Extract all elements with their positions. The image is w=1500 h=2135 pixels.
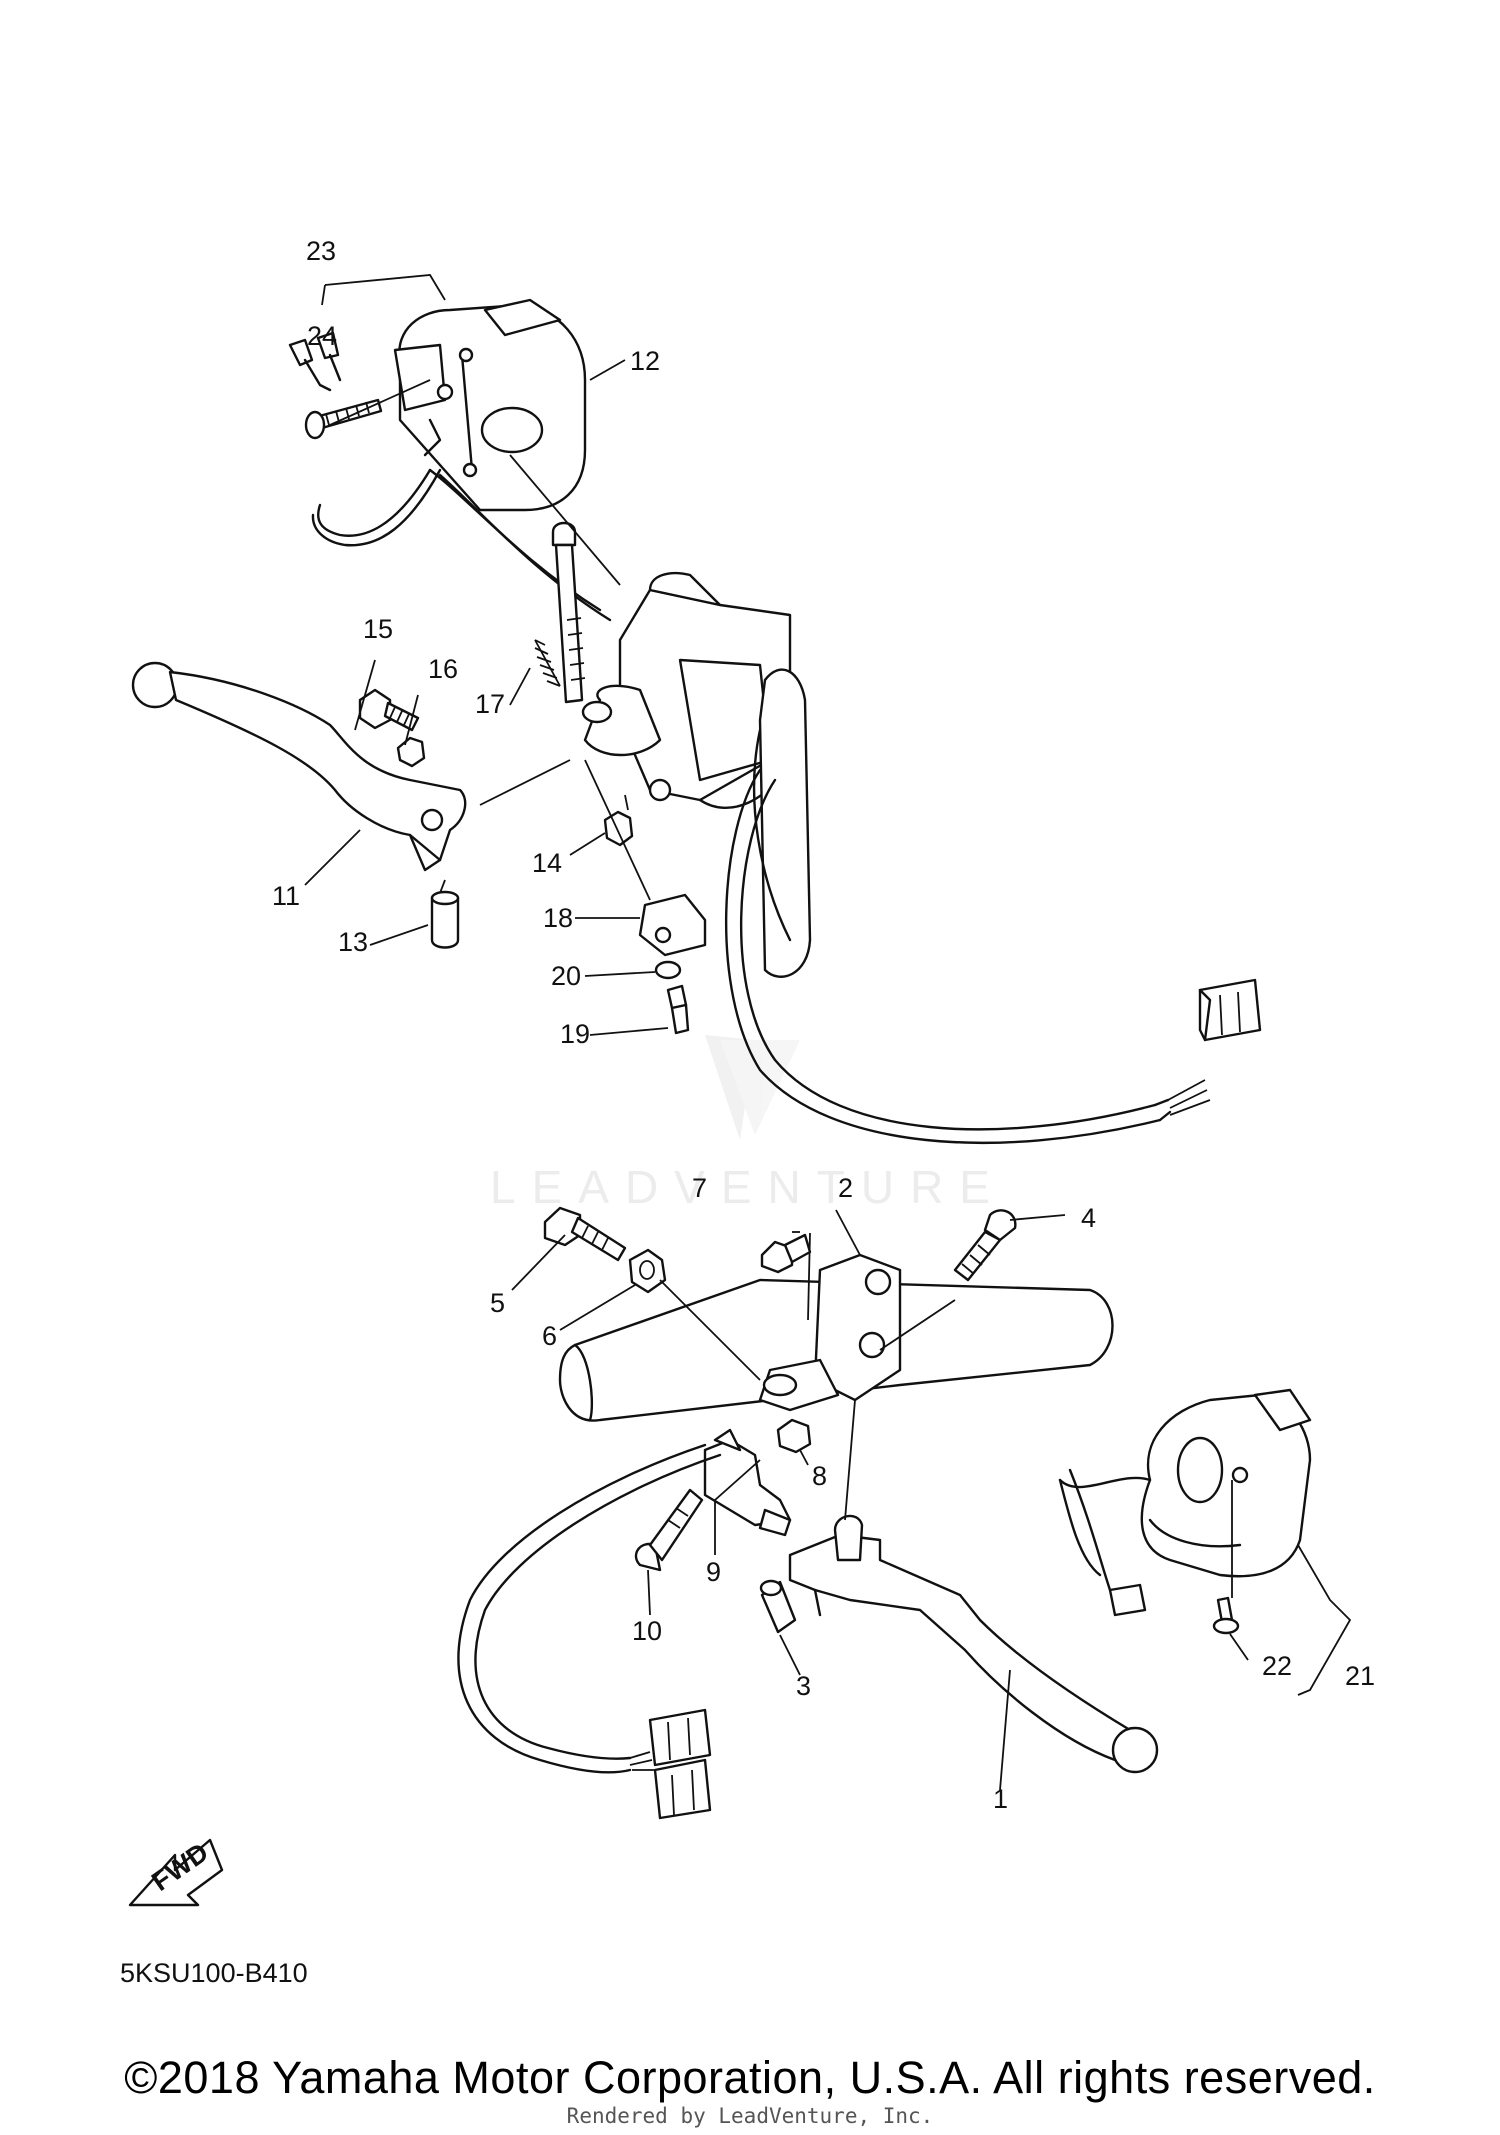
- nut-6: [628, 1248, 667, 1294]
- nut-8: [776, 1418, 812, 1454]
- upper-left-wires: [288, 331, 612, 622]
- callout-7: 7: [692, 1173, 707, 1203]
- spring-17: [534, 639, 561, 687]
- bolt-15: [358, 688, 420, 732]
- screw-7: [760, 1233, 812, 1274]
- callout-12: 12: [630, 346, 660, 376]
- rendered-by-text: Rendered by LeadVenture, Inc.: [566, 2104, 934, 2128]
- callout-15: 15: [363, 614, 393, 644]
- callout-6: 6: [542, 1321, 557, 1351]
- left-switch-housing: [393, 298, 587, 512]
- lower-assembly: [457, 1206, 1352, 1820]
- watermark-logo: [705, 1035, 800, 1140]
- upper-cable: [724, 768, 1262, 1145]
- upper-assembly: [131, 274, 1262, 1145]
- callout-14: 14: [532, 848, 562, 878]
- copyright-notice: ©2018 Yamaha Motor Corporation, U.S.A. A…: [124, 2052, 1376, 2103]
- fwd-arrow-icon: FWD: [128, 1837, 224, 1907]
- callout-16: 16: [428, 654, 458, 684]
- callout-18: 18: [543, 903, 573, 933]
- callout-20: 20: [551, 961, 581, 991]
- callout-23: 23: [306, 236, 336, 266]
- watermark-text: LEADVENTURE: [490, 1161, 1006, 1213]
- callout-8: 8: [812, 1461, 827, 1491]
- collar-3: [759, 1579, 797, 1634]
- front-brake-lever: [131, 661, 467, 872]
- screw-10: [634, 1488, 704, 1572]
- brake-switch-18: [638, 893, 707, 957]
- collar-13: [430, 890, 460, 949]
- brake-lever-1: [788, 1514, 1159, 1774]
- diagram-code: 5KSU100-B410: [120, 1958, 308, 1988]
- callout-labels: 1 2 3 4 5 6 7 8 9 10 11 12 13 14 15 16 1…: [272, 236, 1375, 1814]
- callout-10: 10: [632, 1616, 662, 1646]
- nut-16: [396, 736, 426, 768]
- nut-14: [603, 810, 634, 847]
- bolt-12: [551, 521, 586, 704]
- master-cylinder-holder-2: [758, 1253, 902, 1412]
- callout-21: 21: [1345, 1661, 1375, 1691]
- callout-2: 2: [838, 1173, 853, 1203]
- screw-19: [666, 984, 690, 1035]
- right-switch-housing-21: [1140, 1388, 1312, 1578]
- callout-1: 1: [993, 1784, 1008, 1814]
- front-stop-switch-9: [703, 1428, 792, 1537]
- screw-24: [304, 398, 383, 440]
- callout-4: 4: [1081, 1203, 1096, 1233]
- callout-17: 17: [475, 689, 505, 719]
- callout-24: 24: [307, 321, 337, 351]
- callout-3: 3: [796, 1671, 811, 1701]
- master-cylinder: [581, 571, 812, 978]
- callout-11: 11: [272, 881, 300, 911]
- bolt-4: [953, 1209, 1017, 1282]
- screw-22: [1212, 1596, 1240, 1635]
- lower-connectors: [648, 1708, 712, 1820]
- bolt-5: [543, 1206, 627, 1262]
- callout-22: 22: [1262, 1651, 1292, 1681]
- callout-9: 9: [706, 1557, 721, 1587]
- callout-13: 13: [338, 927, 368, 957]
- washer-20: [654, 960, 682, 980]
- callout-5: 5: [490, 1288, 505, 1318]
- callout-19: 19: [560, 1019, 590, 1049]
